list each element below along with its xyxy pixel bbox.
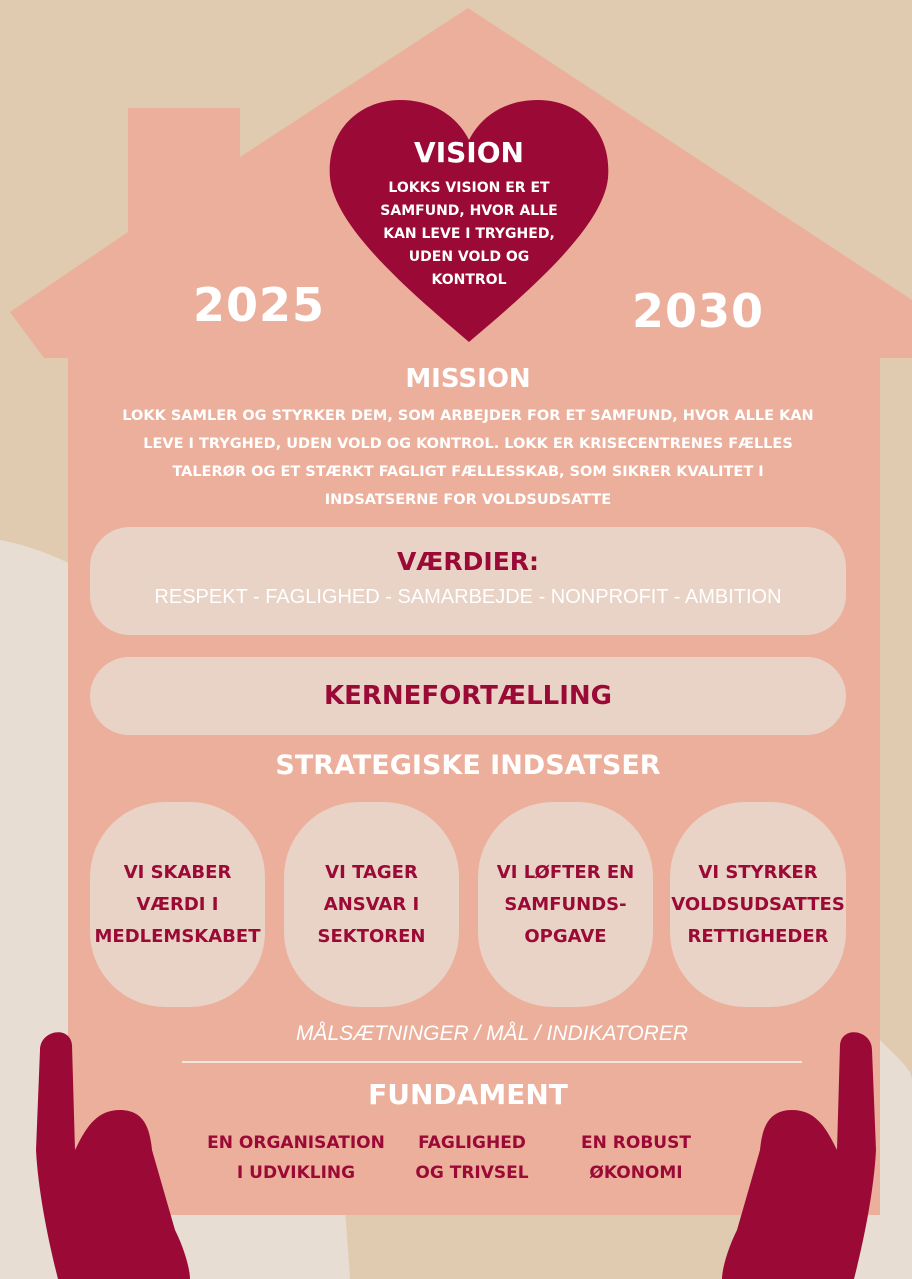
vision-line: KONTROL: [431, 272, 507, 288]
vision-title: VISION: [414, 136, 524, 169]
foundation-item-line: FAGLIGHED: [418, 1133, 526, 1153]
year-start: 2025: [193, 278, 326, 332]
strategic-item-line: SAMFUNDS-: [504, 893, 627, 915]
foundation-item-line: EN ROBUST: [581, 1133, 691, 1153]
mission-title: MISSION: [405, 364, 531, 394]
foundation-item: EN ORGANISATION I UDVIKLING: [196, 1128, 396, 1188]
foundation-item: EN ROBUST ØKONOMI: [556, 1128, 716, 1188]
foundation-item: FAGLIGHED OG TRIVSEL: [392, 1128, 552, 1188]
strategic-item: VI STYRKER VOLDSUDSATTES RETTIGHEDER: [670, 802, 846, 1007]
strategic-item-line: ANSVAR I: [323, 893, 420, 915]
foundation-item-line: ØKONOMI: [589, 1163, 683, 1183]
strategic-item: VI TAGER ANSVAR I SEKTOREN: [284, 802, 459, 1007]
values-list: RESPEKT - FAGLIGHED - SAMARBEJDE - NONPR…: [154, 586, 782, 608]
right-hand-icon: [722, 1032, 876, 1279]
goals-line: MÅLSÆTNINGER / MÅL / INDIKATORER: [295, 1022, 689, 1045]
mission-line: LOKK SAMLER OG STYRKER DEM, SOM ARBEJDER…: [122, 408, 814, 424]
strategic-item-line: VOLDSUDSATTES: [671, 893, 845, 915]
mission-line: LEVE I TRYGHED, UDEN VOLD OG KONTROL. LO…: [143, 436, 793, 452]
vision-line: LOKKS VISION ER ET: [388, 180, 550, 196]
heart-icon: [329, 100, 609, 342]
strategic-item-line: MEDLEMSKABET: [94, 925, 261, 947]
core-story-pill: KERNEFORTÆLLING: [90, 657, 846, 735]
foundation-item-line: OG TRIVSEL: [415, 1163, 529, 1183]
strategic-item-line: OPGAVE: [524, 925, 607, 947]
strategic-item-line: VI LØFTER EN: [496, 861, 635, 883]
foundation-item-line: I UDVIKLING: [236, 1163, 356, 1183]
values-title: VÆRDIER:: [396, 547, 540, 576]
core-story-title: KERNEFORTÆLLING: [323, 681, 613, 711]
strategic-item-line: SEKTOREN: [317, 925, 426, 947]
strategic-item-line: VI SKABER: [123, 861, 232, 883]
strategic-item-line: VÆRDI I: [136, 893, 219, 915]
vision-text: LOKKS VISION ER ET SAMFUND, HVOR ALLE KA…: [359, 177, 579, 292]
foundation-title: FUNDAMENT: [368, 1078, 568, 1111]
year-end: 2030: [632, 284, 765, 338]
vision-line: UDEN VOLD OG: [408, 249, 530, 265]
mission-line: TALERØR OG ET STÆRKT FAGLIGT FÆLLESSKAB,…: [172, 464, 764, 480]
mission-line: INDSATSERNE FOR VOLDSUDSATTE: [324, 492, 612, 508]
strategic-item-line: RETTIGHEDER: [687, 925, 829, 947]
left-hand-icon: [36, 1032, 190, 1279]
values-pill: VÆRDIER: RESPEKT - FAGLIGHED - SAMARBEJD…: [90, 527, 846, 635]
strategic-item: VI SKABER VÆRDI I MEDLEMSKABET: [90, 802, 265, 1007]
vision-line: SAMFUND, HVOR ALLE: [380, 203, 558, 219]
foundation-item-line: EN ORGANISATION: [207, 1133, 385, 1153]
mission-text: LOKK SAMLER OG STYRKER DEM, SOM ARBEJDER…: [80, 402, 856, 514]
strategic-item-line: VI STYRKER: [698, 861, 818, 883]
strategic-item-line: VI TAGER: [325, 861, 418, 883]
strategic-title: STRATEGISKE INDSATSER: [275, 750, 661, 781]
vision-line: KAN LEVE I TRYGHED,: [383, 226, 555, 242]
strategic-item: VI LØFTER EN SAMFUNDS- OPGAVE: [478, 802, 653, 1007]
